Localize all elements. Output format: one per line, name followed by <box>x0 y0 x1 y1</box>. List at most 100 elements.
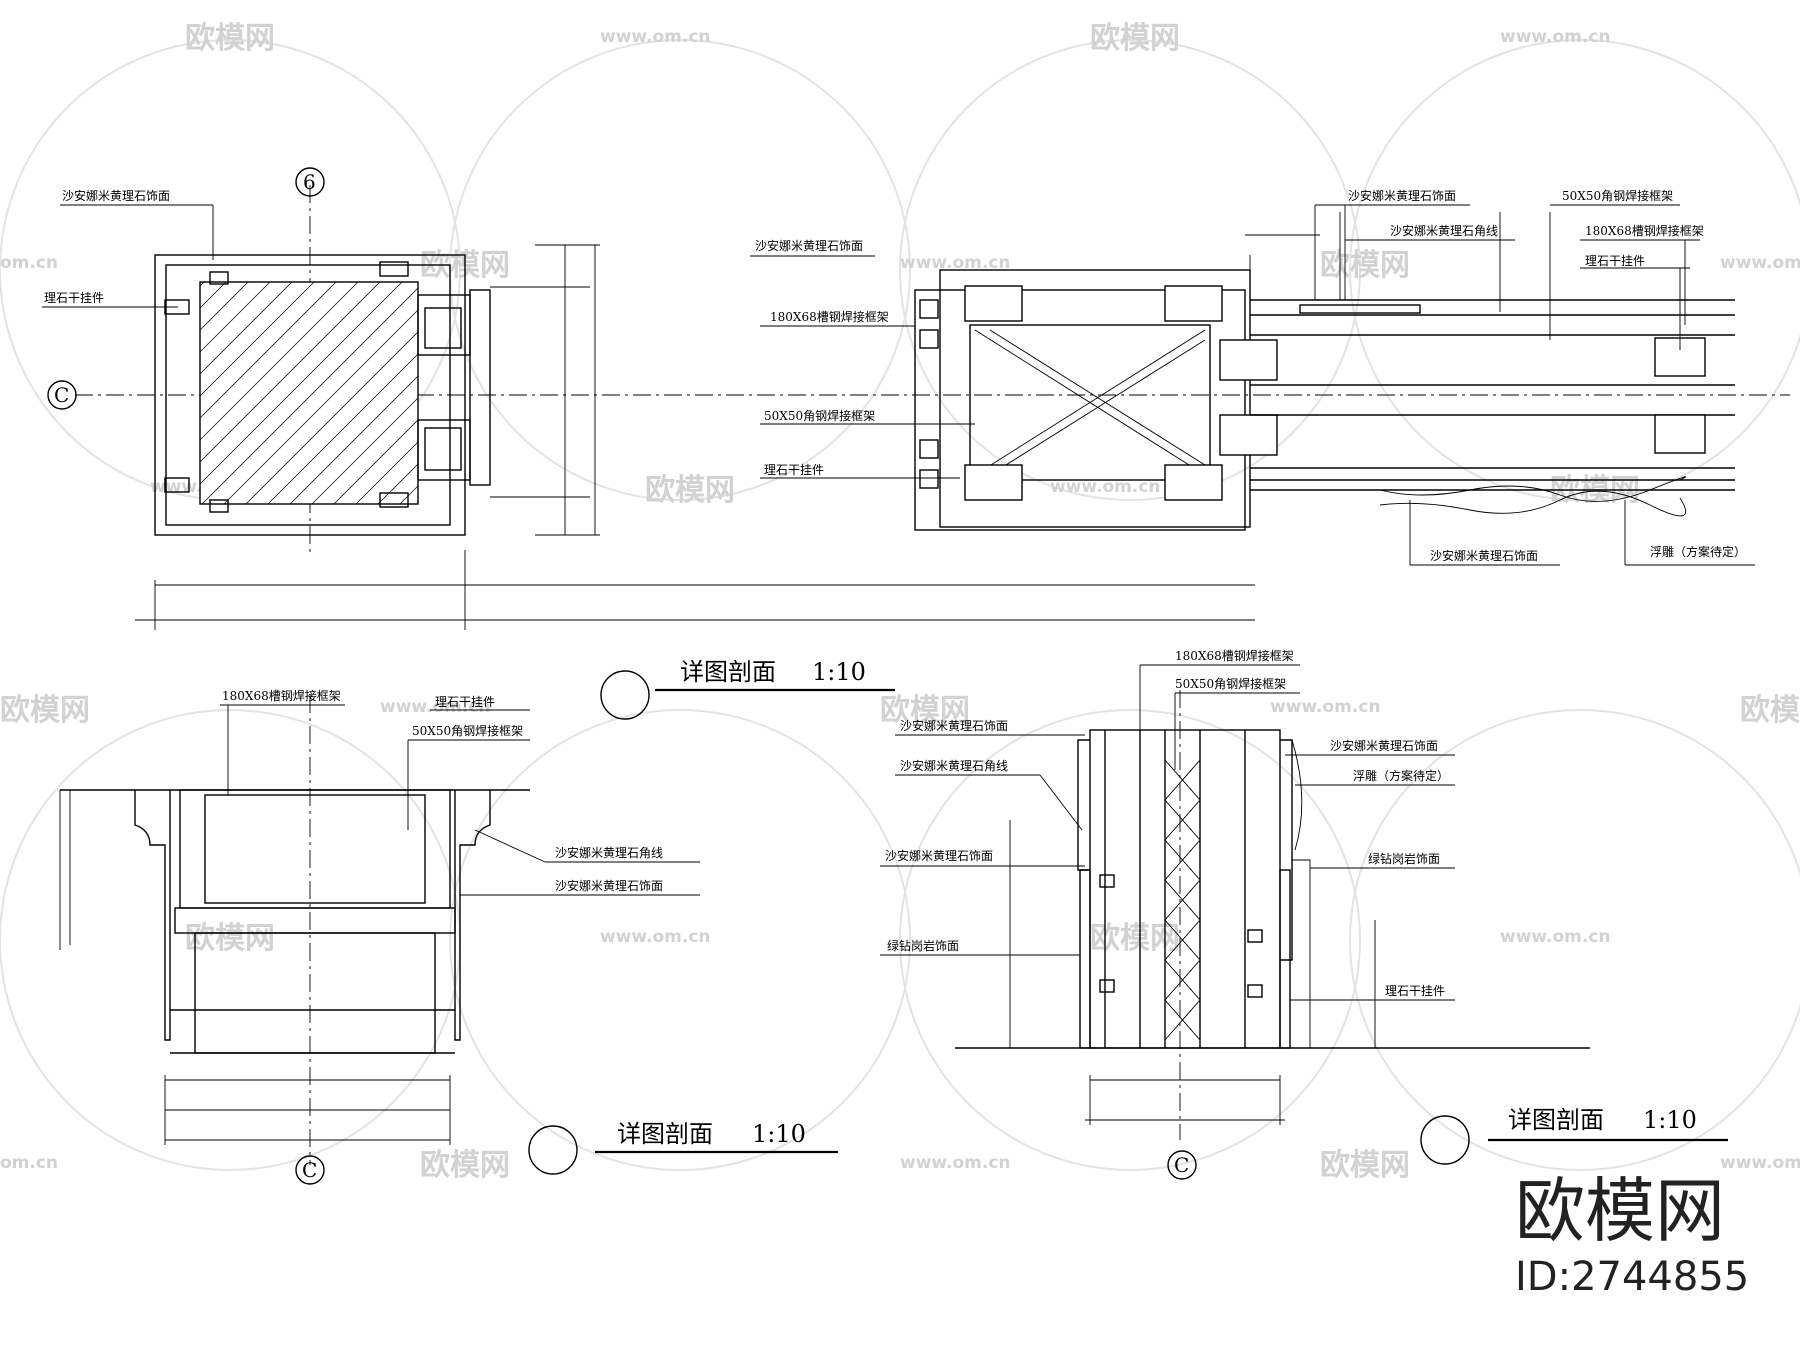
watermark-url: www.om.cn <box>1500 27 1611 47</box>
watermark-brand: 欧模网 <box>645 473 735 508</box>
view2-title: 详图剖面 <box>680 658 776 686</box>
label-angle-frame: 50X50角钢焊接框架 <box>1175 676 1286 691</box>
label-facing-left-1: 沙安娜米黄理石饰面 <box>900 718 1008 733</box>
label-facing-bottom: 沙安娜米黄理石饰面 <box>1430 548 1538 563</box>
label-facing-right: 沙安娜米黄理石饰面 <box>1330 738 1438 753</box>
axis-label-c: C <box>54 383 69 407</box>
hatch-line <box>200 282 381 463</box>
hatch-line <box>200 282 359 441</box>
hatch-line <box>200 282 337 419</box>
view3-title: 详图剖面 <box>617 1120 713 1148</box>
watermark-url: www.om.cn <box>900 1153 1011 1173</box>
label-granite-right: 绿钻岗岩饰面 <box>1368 851 1440 866</box>
axis-bubble-c <box>1167 1150 1197 1180</box>
hatch-line <box>200 282 403 485</box>
axis-bubble-c <box>47 380 77 410</box>
watermark-url: www.om.cn <box>1500 927 1611 947</box>
watermark-url: www.om.cn <box>1720 253 1800 273</box>
label-relief: 浮雕（方案待定） <box>1650 544 1746 559</box>
label-channel-frame-right: 180X68槽钢焊接框架 <box>1585 223 1704 238</box>
hatch-line <box>399 485 418 504</box>
view2-beam-section: 沙安娜米黄理石饰面 180X68槽钢焊接框架 50X50角钢焊接框架 理石干挂件… <box>600 188 1755 720</box>
hatch-line <box>311 397 418 504</box>
brand-id: ID:2744855 <box>1515 1254 1749 1300</box>
label-granite-left: 绿钻岗岩饰面 <box>887 938 959 953</box>
watermark-url: www.om.cn <box>1720 1153 1800 1173</box>
view4-section: C 180X68槽钢焊接框架 50X50角钢焊接框架 沙安娜米黄理石饰面 沙安娜… <box>880 648 1728 1180</box>
view3-scale: 1:10 <box>752 1120 806 1148</box>
watermark-layer: 欧模网 www.om.cn 欧模网 www.om.cn om.cn 欧模网 ww… <box>0 21 1800 1183</box>
axis-label-c: C <box>1174 1153 1189 1177</box>
hatch-line <box>200 282 227 309</box>
axis-bubble-6 <box>295 167 325 197</box>
hatch-line <box>444 282 666 504</box>
hatch-line <box>200 282 293 375</box>
axis-bubble-c <box>295 1155 325 1185</box>
view4-title: 详图剖面 <box>1508 1106 1604 1134</box>
watermark-brand: 欧模网 <box>880 693 970 728</box>
watermark-brand: 欧模网 <box>0 693 90 728</box>
watermark-brand: 欧模网 <box>185 921 275 956</box>
watermark-brand: 欧模网 <box>1320 1148 1410 1183</box>
label-dry-hang: 理石干挂件 <box>435 695 495 709</box>
label-corner-left: 沙安娜米黄理石角线 <box>900 758 1008 773</box>
axis-label-c: C <box>302 1158 317 1182</box>
label-corner-line: 沙安娜米黄理石角线 <box>555 845 663 860</box>
label-angle-frame: 50X50角钢焊接框架 <box>764 408 875 423</box>
watermark-url: www.om.cn <box>1270 697 1381 717</box>
view4-scale: 1:10 <box>1643 1106 1697 1134</box>
watermark-url: www.om.cn <box>600 27 711 47</box>
label-dry-hang-right: 理石干挂件 <box>1585 254 1645 268</box>
hatch-line <box>200 282 271 353</box>
hatch-line <box>377 463 418 504</box>
watermark-url: om.cn <box>0 1153 58 1173</box>
brand-block: 欧模网 ID:2744855 <box>1515 1170 1749 1300</box>
label-dry-hang: 理石干挂件 <box>1385 984 1445 998</box>
hatch-line <box>355 441 418 504</box>
hatch-line <box>267 353 418 504</box>
label-angle-frame-right: 50X50角钢焊接框架 <box>1562 188 1673 203</box>
watermark-url: www.om.cn <box>1050 477 1161 497</box>
label-dry-hang: 理石干挂件 <box>764 463 824 477</box>
watermark-brand: 欧模网 <box>1090 921 1180 956</box>
section-bubble <box>528 1125 578 1175</box>
hatch-line <box>200 282 249 331</box>
label-angle-frame: 50X50角钢焊接框架 <box>412 723 523 738</box>
label-dry-hang: 理石干挂件 <box>44 291 104 305</box>
label-marble-facing: 沙安娜米黄理石饰面 <box>62 188 170 203</box>
watermark-url: www.om.cn <box>900 253 1011 273</box>
view3-section: C 180X68槽钢焊接框架 理石干挂件 50X50角钢焊接框架 沙安娜米黄理石… <box>59 688 838 1185</box>
hatch-line <box>200 282 315 397</box>
watermark-brand: 欧模网 <box>420 1148 510 1183</box>
marble-hatch <box>200 282 666 504</box>
watermark-brand: 欧模网 <box>1740 693 1800 728</box>
watermark-circles <box>0 39 1800 1171</box>
label-relief: 浮雕（方案待定） <box>1353 768 1449 783</box>
view2-scale: 1:10 <box>812 658 866 686</box>
watermark-brand: 欧模网 <box>1320 248 1410 283</box>
label-channel-frame: 180X68槽钢焊接框架 <box>770 309 889 324</box>
watermark-url: www.om.cn <box>380 697 491 717</box>
label-corner-line: 沙安娜米黄理石角线 <box>1390 223 1498 238</box>
label-facing: 沙安娜米黄理石饰面 <box>555 878 663 893</box>
hatch-line <box>289 375 418 504</box>
label-channel-frame: 180X68槽钢焊接框架 <box>222 688 341 703</box>
brand-name: 欧模网 <box>1515 1170 1725 1252</box>
hatch-line <box>223 309 418 504</box>
watermark-brand: 欧模网 <box>185 21 275 56</box>
hatch-line <box>201 287 418 504</box>
section-bubble <box>1420 1115 1470 1165</box>
hatch-line <box>200 282 205 287</box>
label-channel-frame: 180X68槽钢焊接框架 <box>1175 648 1294 663</box>
view1-column-section: 6 C 沙安娜米黄理石饰面 理石干挂件 <box>42 167 1790 630</box>
watermark-url: www.om.cn <box>600 927 711 947</box>
label-facing: 沙安娜米黄理石饰面 <box>755 238 863 253</box>
section-bubble <box>600 670 650 720</box>
axis-label-6: 6 <box>303 170 316 194</box>
watermark-brand: 欧模网 <box>1090 21 1180 56</box>
label-facing-top: 沙安娜米黄理石饰面 <box>1348 188 1456 203</box>
label-facing-left-2: 沙安娜米黄理石饰面 <box>885 848 993 863</box>
watermark-url: om.cn <box>0 253 58 273</box>
hatch-line <box>245 331 418 504</box>
